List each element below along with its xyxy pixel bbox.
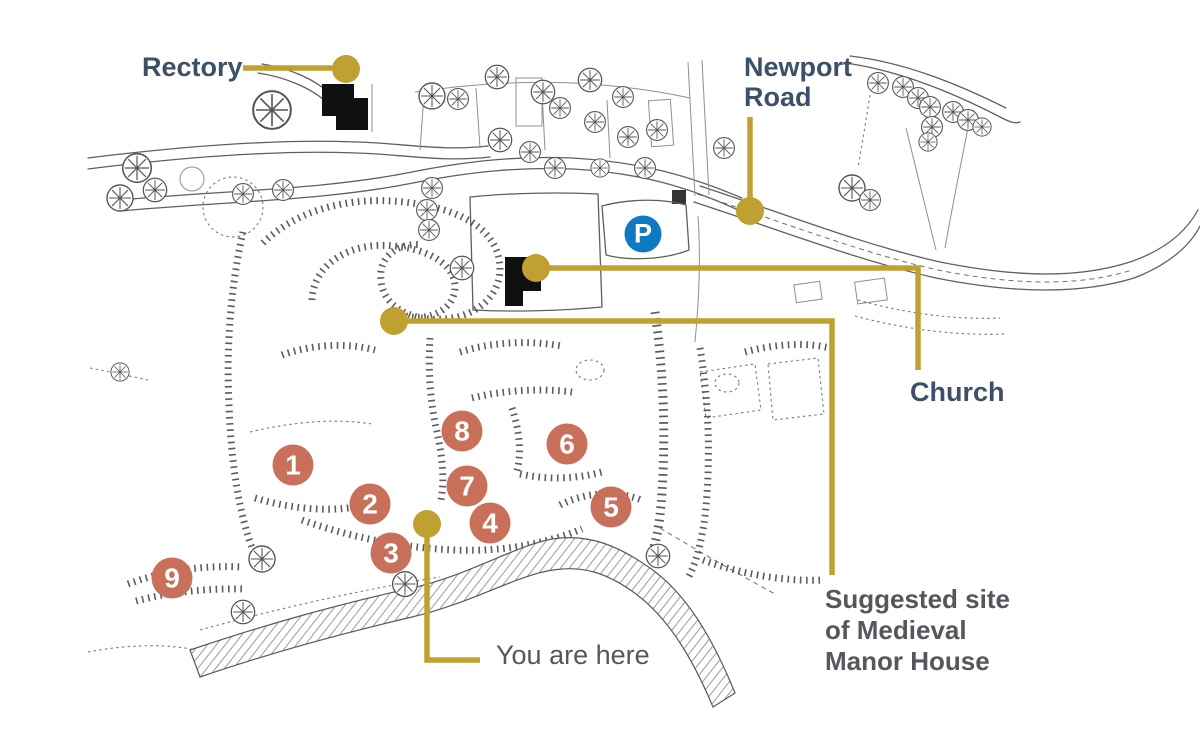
church-leader-line <box>536 265 921 370</box>
site-marker-3: 3 <box>370 532 412 574</box>
parking-icon: P <box>624 215 662 253</box>
rectory-dot <box>332 55 360 83</box>
suggested-site-label: Suggested site of Medieval Manor House <box>825 584 1010 677</box>
church-label: Church <box>910 377 1005 407</box>
leader-lines <box>243 55 921 663</box>
roads <box>87 55 1200 343</box>
site-marker-9: 9 <box>151 557 193 599</box>
you-are-here-dot <box>413 510 441 538</box>
rectory-label: Rectory <box>142 52 243 82</box>
site-marker-7: 7 <box>446 465 488 507</box>
suggested-site-dot <box>380 307 408 335</box>
site-marker-1: 1 <box>272 444 314 486</box>
site-marker-6: 6 <box>546 423 588 465</box>
you-are-here-leader-line <box>424 524 480 663</box>
field-boundaries <box>87 77 1006 653</box>
church-dot <box>522 254 550 282</box>
newport-road-label: Newport Road <box>744 52 852 113</box>
you-are-here-label: You are here <box>496 640 650 670</box>
suggested-site-leader-line <box>394 318 835 575</box>
site-marker-8: 8 <box>441 410 483 452</box>
newport-road-dot <box>736 197 764 225</box>
site-marker-2: 2 <box>349 483 391 525</box>
earthworks <box>126 197 831 605</box>
rectory-building <box>322 84 368 130</box>
site-marker-5: 5 <box>590 486 632 528</box>
site-marker-4: 4 <box>469 502 511 544</box>
churchyard <box>469 192 690 312</box>
